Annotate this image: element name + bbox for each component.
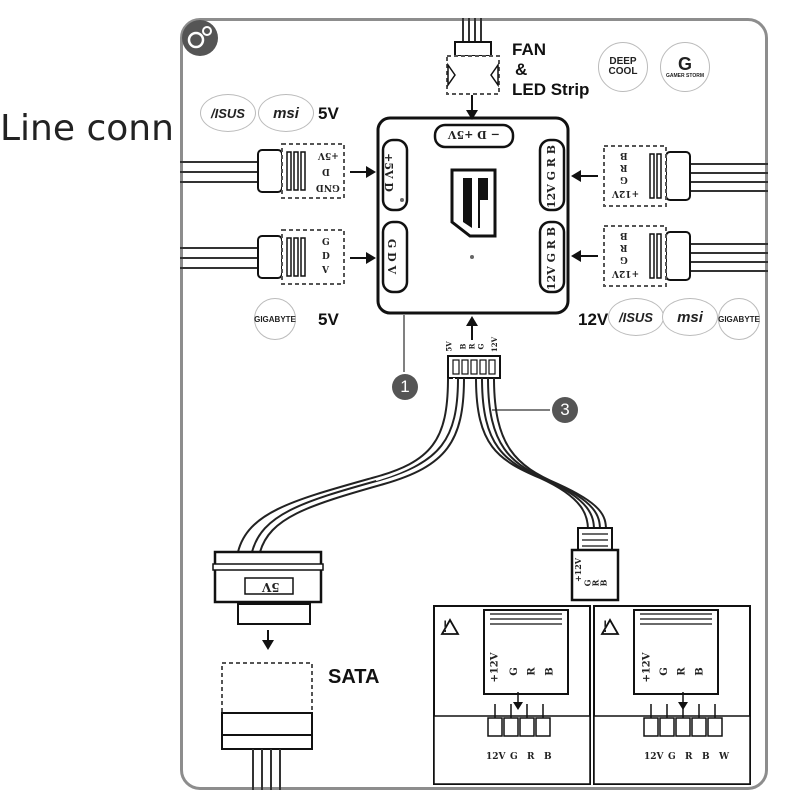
cable-pin-12v: 12V xyxy=(490,336,500,353)
voltage-5v-top: 5V xyxy=(318,104,339,123)
fan-label: FAN xyxy=(512,40,546,59)
connector-right-bottom xyxy=(603,225,768,287)
hub-right-port-top-label: 12V G R B xyxy=(545,144,559,209)
gear-icon xyxy=(182,20,218,56)
header4-label-g: G xyxy=(510,752,518,762)
gamerstorm-badge: G GAMER STORM xyxy=(660,42,710,92)
gamerstorm-logo xyxy=(450,168,497,238)
card4-pin-g: G xyxy=(508,667,520,676)
right-bottom-pin-2: R xyxy=(620,242,628,252)
cable-pin-5v: 5V xyxy=(444,341,454,352)
cable-pin-r: R xyxy=(467,343,477,350)
right-bottom-pin-4: +12V xyxy=(612,268,640,278)
msi-logo: msi xyxy=(258,94,314,132)
header5-label-b: B xyxy=(702,752,710,762)
cable-pin-b: B xyxy=(458,343,468,350)
warning-icon: ! xyxy=(442,617,449,636)
sata-socket xyxy=(221,662,313,790)
right-top-pin-3: G xyxy=(620,174,628,184)
rgb-plug-pin-b: B xyxy=(598,579,609,587)
sata-label: SATA xyxy=(328,666,380,688)
left-top-pin-1: +5V xyxy=(318,150,339,160)
right-bottom-pin-3: G xyxy=(620,254,628,264)
gigabyte-logo-left: GIGABYTE xyxy=(254,298,296,340)
gigabyte-logo-right: GIGABYTE xyxy=(718,298,760,340)
header5-label-r: R xyxy=(685,752,693,762)
hub-top-port-label: − D +5V xyxy=(448,128,500,141)
header5-label-g: G xyxy=(668,752,676,762)
header5-label-12v: 12V xyxy=(644,752,664,762)
header5-label-w: W xyxy=(719,752,730,762)
right-top-pin-2: R xyxy=(620,162,628,172)
connector-left-top xyxy=(180,143,345,199)
split-cables xyxy=(251,377,607,553)
header-box-4pin xyxy=(433,605,591,785)
card5-pin-r: R xyxy=(676,667,688,676)
header4-label-r: R xyxy=(527,752,535,762)
hub-right-port-top xyxy=(538,138,566,212)
callout-1: 1 xyxy=(392,374,418,400)
cable-pin-g: G xyxy=(476,343,486,350)
card5-pin-g: G xyxy=(658,667,670,676)
right-top-pin-4: +12V xyxy=(612,188,640,198)
hub-left-port-top xyxy=(381,138,409,212)
hub-left-port-top-label: +5V D xyxy=(381,153,395,192)
right-bottom-pin-1: B xyxy=(620,230,628,240)
connector-left-bottom xyxy=(180,229,345,285)
gamerstorm-badge-text: GAMER STORM xyxy=(666,73,704,79)
rgb-plug xyxy=(570,527,620,602)
callout-3: 3 xyxy=(552,397,578,423)
voltage-5v-bottom: 5V xyxy=(318,310,339,329)
voltage-12v: 12V xyxy=(578,310,609,329)
card4-pin-12v: +12V xyxy=(489,652,501,683)
card5-pin-b: B xyxy=(694,667,706,676)
deepcool-logo: DEEP COOL xyxy=(598,42,648,92)
card4-pin-r: R xyxy=(526,667,538,676)
caption-text: Line conn xyxy=(0,108,174,149)
gamerstorm-mark-icon: G xyxy=(677,54,692,74)
hub-right-port-bottom-label: 12V G R B xyxy=(545,226,559,291)
left-top-pin-3: GND xyxy=(316,182,340,192)
hub-left-port-bottom-label: G D V xyxy=(385,238,399,275)
left-top-pin-2: D xyxy=(322,166,330,176)
connector-right-top xyxy=(603,145,768,207)
sata-plug-label: 5V xyxy=(262,580,280,594)
sata-plug xyxy=(212,550,324,625)
header-box-5pin xyxy=(593,605,751,785)
header4-label-12v: 12V xyxy=(486,752,506,762)
msi-logo-right: msi xyxy=(662,298,718,336)
header4-label-b: B xyxy=(544,752,552,762)
rgb-plug-pin-12v: +12V xyxy=(573,557,584,583)
fan-connector xyxy=(446,18,500,95)
hub-left-port-bottom xyxy=(381,220,409,294)
warning-icon: ! xyxy=(602,617,609,636)
left-bottom-pin-1: G xyxy=(322,238,330,248)
amp-label: & xyxy=(515,60,528,79)
asus-logo: /ISUS xyxy=(200,94,256,132)
left-bottom-pin-3: V xyxy=(322,266,329,276)
led-strip-label: LED Strip xyxy=(512,80,590,99)
asus-logo-right: /ISUS xyxy=(608,298,664,336)
hub-top-port xyxy=(433,123,515,149)
card5-pin-12v: +12V xyxy=(641,652,653,683)
hub-right-port-bottom xyxy=(538,220,566,294)
cable-connector xyxy=(447,355,501,379)
left-bottom-pin-2: D xyxy=(322,252,330,262)
right-top-pin-1: B xyxy=(620,150,628,160)
card4-pin-b: B xyxy=(544,667,556,676)
